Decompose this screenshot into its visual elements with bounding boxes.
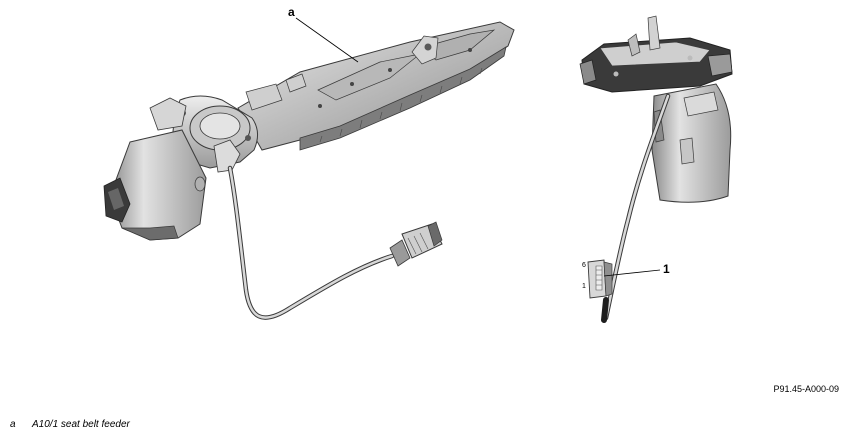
figure-legend: a A10/1 seat belt feeder: [10, 419, 130, 430]
callout-1-label: 1: [663, 262, 670, 276]
legend-key: a: [10, 419, 16, 430]
callout-a-label: a: [288, 5, 295, 19]
figure-reference-code: P91.45-A000-09: [773, 384, 839, 394]
seat-belt-feeder-drawing: [103, 17, 515, 320]
connector-pin-1-label: 1: [582, 283, 586, 290]
legend-text: A10/1 seat belt feeder: [32, 419, 130, 430]
seat-belt-feeder-plug: [389, 221, 443, 267]
connector-1-drawing: [587, 259, 613, 299]
connector-pin-6-label: 6: [582, 262, 586, 269]
belt-tensioner-drawing: [579, 15, 733, 323]
